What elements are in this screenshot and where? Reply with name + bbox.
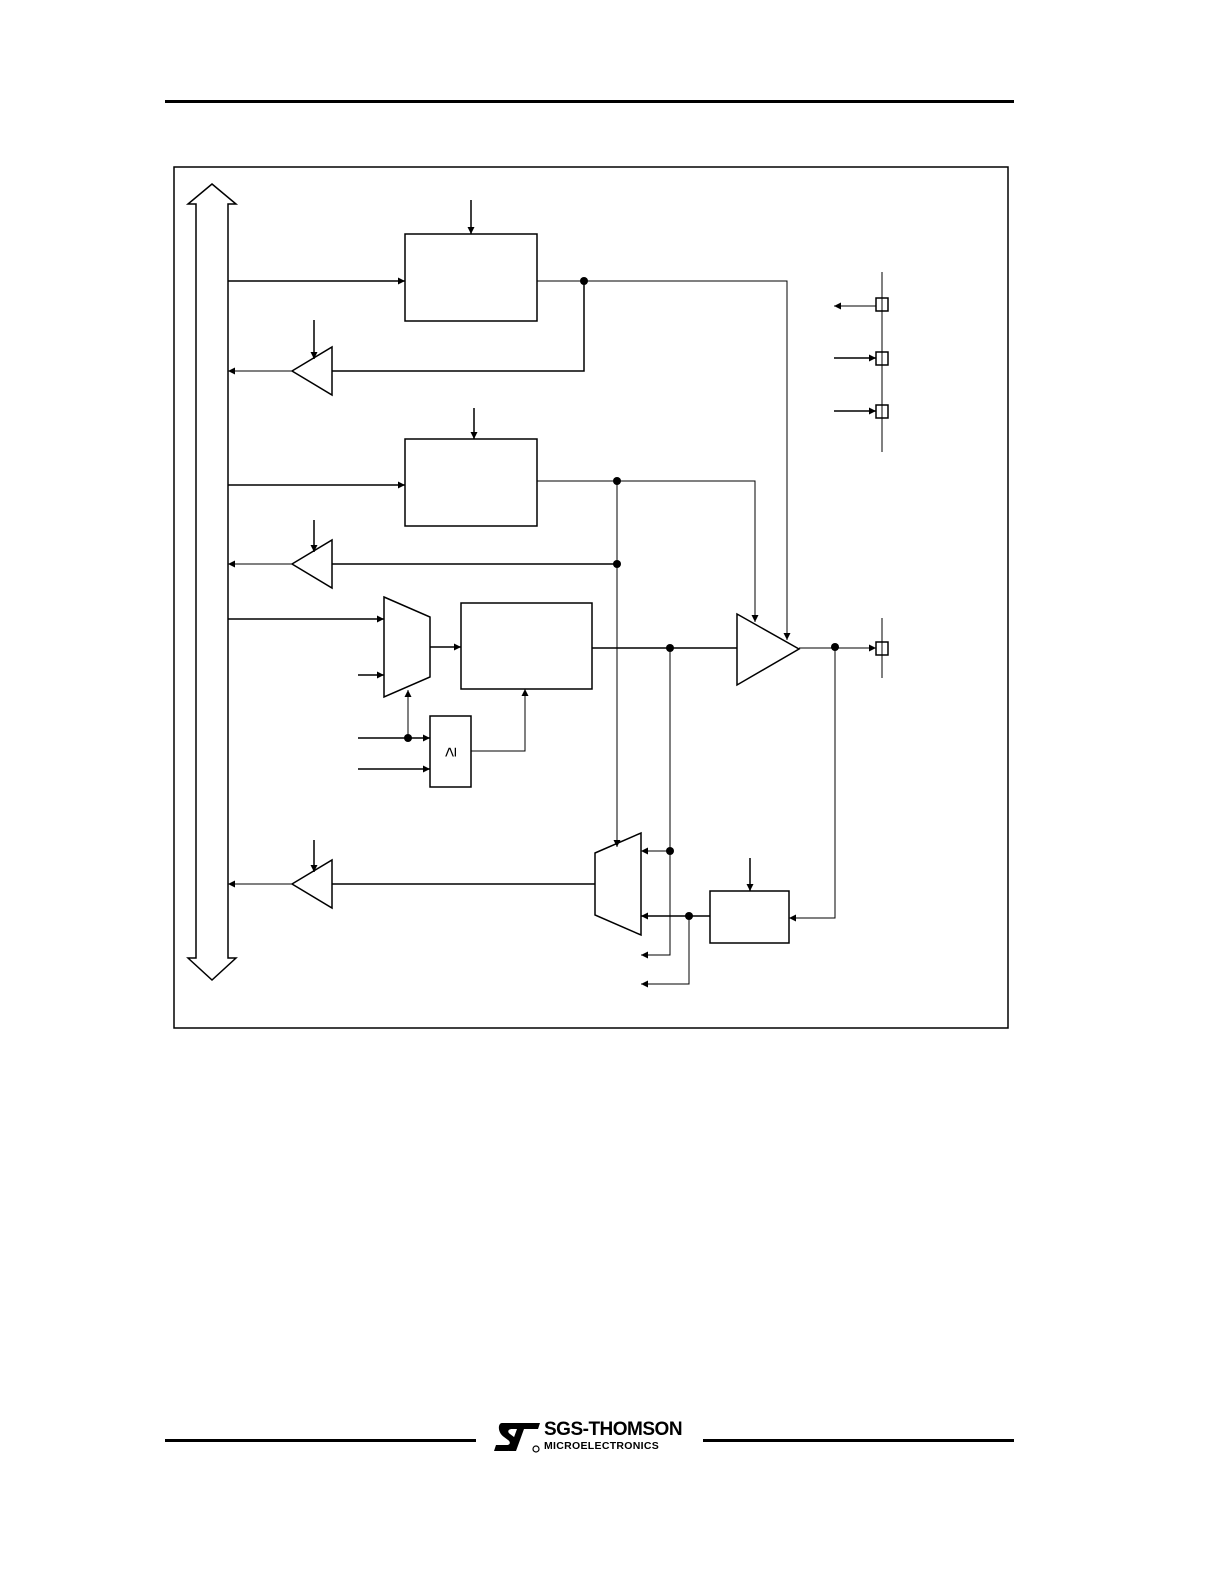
register-1-output-line	[537, 280, 791, 640]
junction-dot	[613, 560, 621, 568]
output-buffer	[736, 612, 801, 687]
diagram-frame	[173, 166, 1009, 1029]
junction-dot	[666, 847, 674, 855]
output-pin	[875, 641, 889, 656]
read-buffer-3	[290, 858, 333, 910]
latch-branch-2-line	[641, 916, 690, 988]
footer-rule-left	[165, 1439, 476, 1442]
comparator-symbol: ≥	[440, 747, 460, 757]
pin-1	[875, 297, 889, 312]
register-block-3	[460, 602, 593, 690]
comparator-to-register-line	[471, 689, 529, 752]
read-buffer-1	[290, 345, 333, 397]
footer-rule-right	[703, 1439, 1014, 1442]
register-block-1	[404, 233, 538, 322]
pin-feedback-line	[789, 647, 836, 922]
register-1-readback-line	[332, 281, 585, 372]
junction-dot	[613, 477, 621, 485]
latch-block	[709, 890, 790, 944]
st-logo-icon	[494, 1423, 540, 1453]
junction-dot	[831, 643, 839, 651]
input-multiplexer	[383, 595, 431, 699]
brand-name: SGS-THOMSON	[544, 1419, 683, 1440]
register-block-2	[404, 438, 538, 527]
data-bus-arrow	[185, 183, 239, 982]
brand-logo: SGS-THOMSON MICROELECTRONICS	[492, 1418, 692, 1458]
brand-subtitle: MICROELECTRONICS	[544, 1440, 660, 1452]
junction-dot	[404, 734, 412, 742]
latch-branch-1-line	[641, 918, 671, 959]
junction-dot	[685, 912, 693, 920]
register-2-output-line	[537, 480, 759, 622]
output-multiplexer	[594, 831, 642, 937]
read-buffer-2	[290, 538, 333, 590]
junction-dot	[580, 277, 588, 285]
header-rule	[165, 100, 1014, 103]
junction-dot	[666, 644, 674, 652]
